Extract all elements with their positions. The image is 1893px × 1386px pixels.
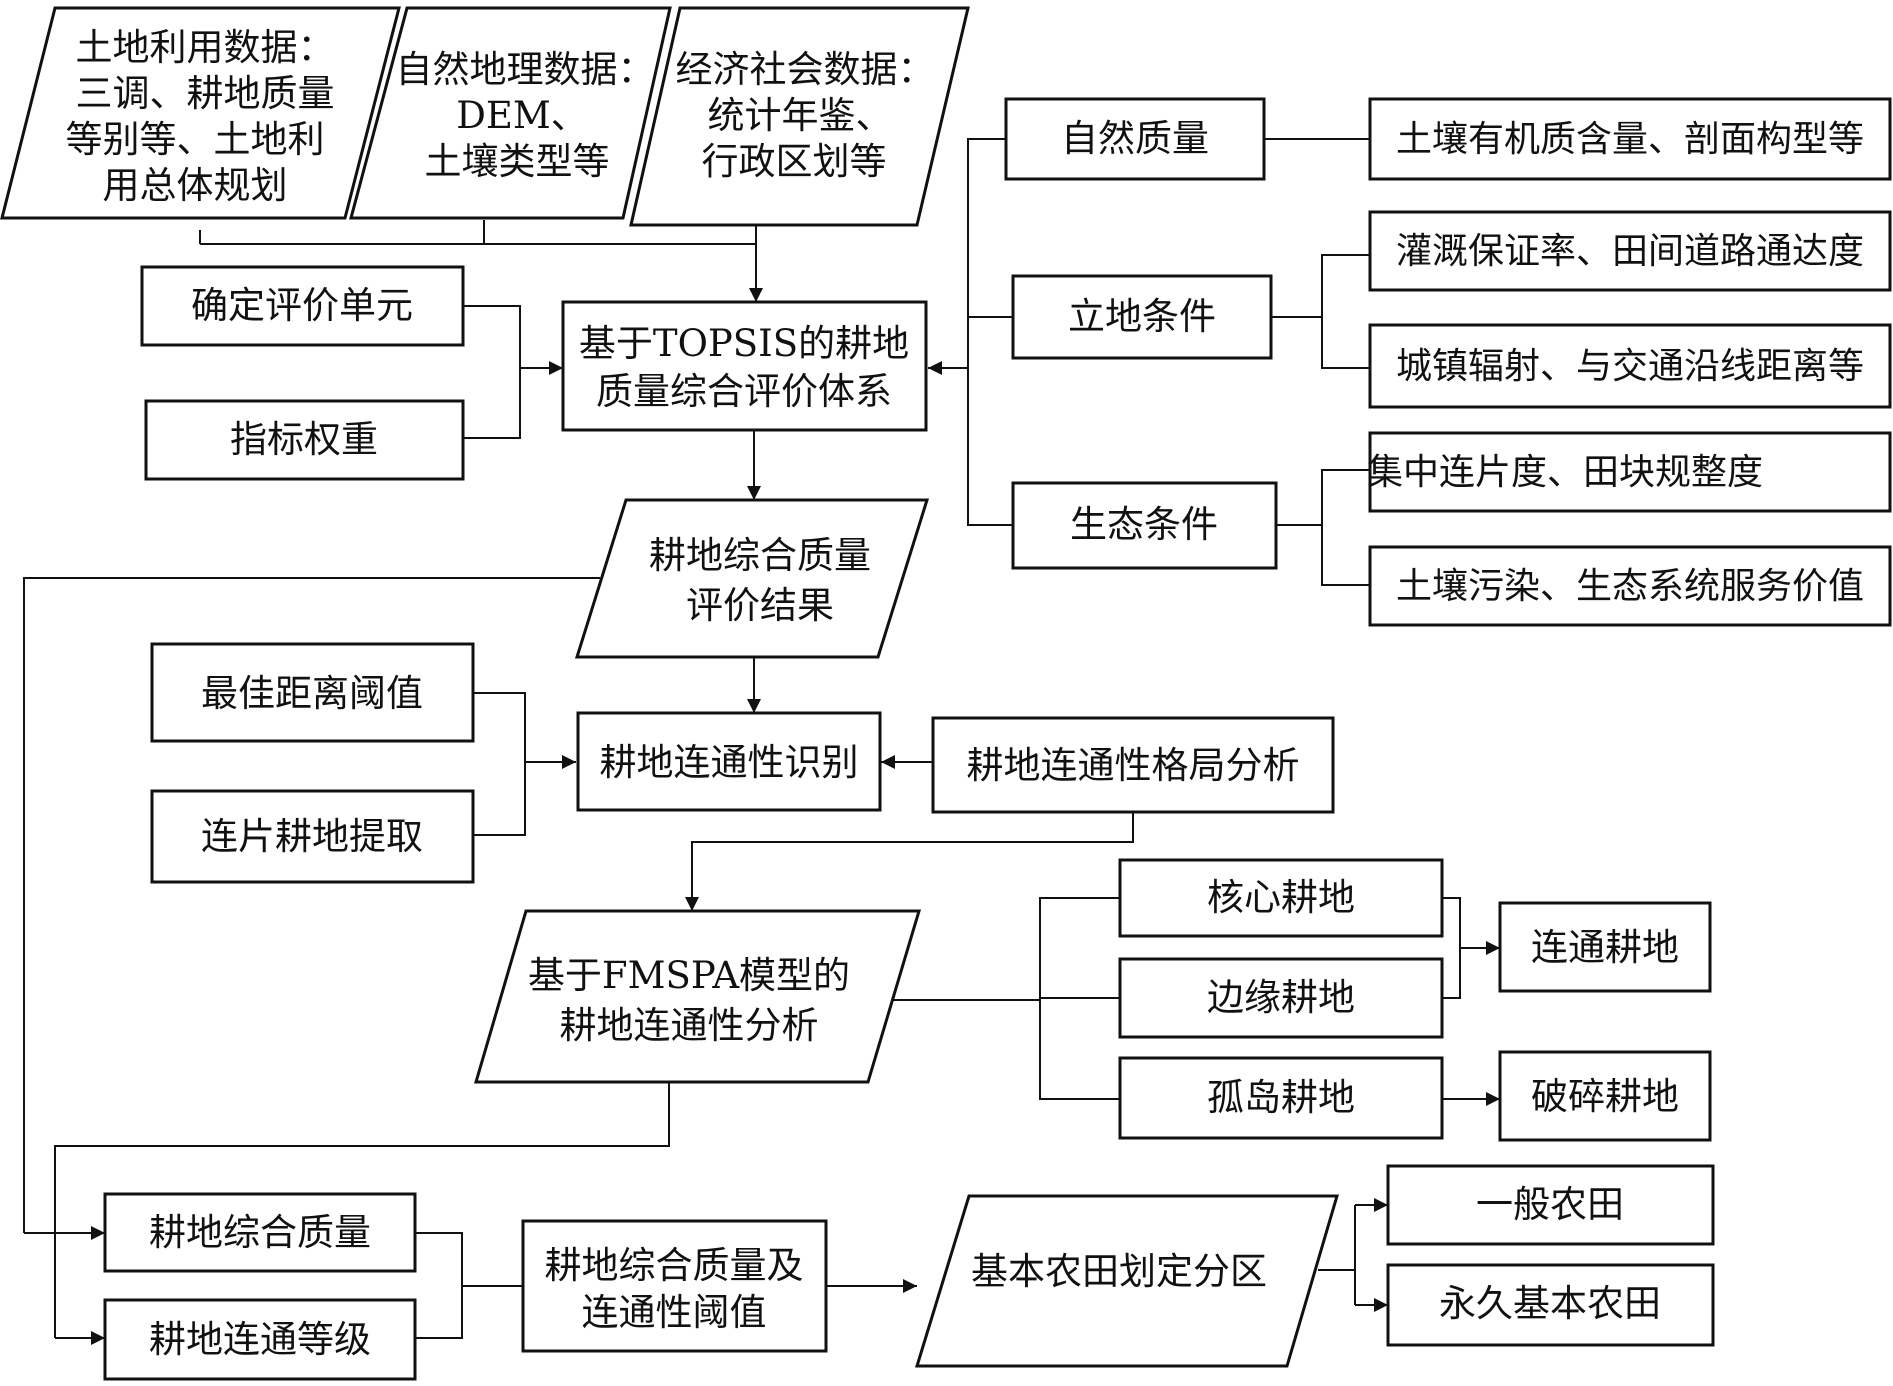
permanent-farmland-label: 永久基本农田: [1439, 1282, 1661, 1325]
islet-land-label: 孤岛耕地: [1207, 1076, 1355, 1119]
land-use-data-line-2: 三调、耕地质量: [76, 72, 335, 115]
node-eval-unit: 确定评价单元: [140, 265, 465, 347]
site-item-1-label: 灌溉保证率、田间道路通达度: [1396, 231, 1864, 272]
node-islet-land: 孤岛耕地: [1118, 1056, 1444, 1140]
physical-geo-data-line-2: DEM、: [456, 94, 588, 137]
node-site-condition: 立地条件: [1011, 274, 1273, 360]
topsis-system-line-2: 质量综合评价体系: [596, 370, 892, 413]
node-core-land: 核心耕地: [1118, 858, 1444, 938]
topsis-system-line-1: 基于TOPSIS的耕地: [579, 322, 909, 365]
land-use-data-line-3: 等别等、土地利: [66, 118, 325, 161]
node-physical-geo-data: 自然地理数据： DEM、 土壤类型等: [349, 6, 672, 220]
physical-geo-data-line-3: 土壤类型等: [425, 140, 610, 183]
node-fragmented-land: 破碎耕地: [1498, 1050, 1712, 1142]
comp-quality-label: 耕地综合质量: [149, 1211, 371, 1254]
node-comp-quality: 耕地综合质量: [103, 1192, 417, 1273]
node-land-use-data: 土地利用数据： 三调、耕地质量 等别等、土地利 用总体规划: [0, 6, 401, 220]
node-site-item-1: 灌溉保证率、田间道路通达度: [1368, 210, 1892, 292]
best-distance-label: 最佳距离阈值: [201, 672, 423, 715]
index-weight-label: 指标权重: [230, 418, 378, 461]
node-permanent-farmland: 永久基本农田: [1386, 1263, 1715, 1347]
node-edge-land: 边缘耕地: [1118, 957, 1444, 1039]
threshold-line-1: 耕地综合质量及: [545, 1244, 804, 1287]
node-socio-econ-data: 经济社会数据： 统计年鉴、 行政区划等: [629, 6, 970, 227]
quality-result-line-1: 耕地综合质量: [649, 534, 871, 577]
socio-econ-data-line-2: 统计年鉴、: [708, 94, 893, 137]
node-threshold: 耕地综合质量及 连通性阈值: [521, 1219, 828, 1353]
socio-econ-data-line-1: 经济社会数据：: [676, 48, 935, 91]
node-natural-quality-items: 土壤有机质含量、剖面构型等: [1368, 97, 1892, 181]
node-eco-item-1: 集中连片度、田块规整度: [1367, 431, 1892, 513]
node-connected-land: 连通耕地: [1498, 901, 1712, 993]
node-connectivity-pattern: 耕地连通性格局分析: [931, 716, 1335, 814]
connectivity-pattern-label: 耕地连通性格局分析: [967, 744, 1300, 787]
node-topsis-system: 基于TOPSIS的耕地 质量综合评价体系: [561, 300, 928, 432]
socio-econ-data-line-3: 行政区划等: [702, 140, 887, 183]
node-eco-item-2: 土壤污染、生态系统服务价值: [1368, 545, 1892, 627]
fragmented-land-label: 破碎耕地: [1531, 1075, 1679, 1118]
connect-grade-label: 耕地连通等级: [149, 1318, 371, 1361]
node-general-farmland: 一般农田: [1386, 1164, 1715, 1246]
node-contiguous-extract: 连片耕地提取: [150, 789, 475, 884]
connector-lines: [23, 138, 1500, 1345]
general-farmland-label: 一般农田: [1476, 1183, 1624, 1226]
site-item-2-label: 城镇辐射、与交通沿线距离等: [1396, 346, 1864, 387]
node-zoning: 基本农田划定分区: [914, 1194, 1340, 1368]
connectivity-id-label: 耕地连通性识别: [600, 741, 859, 784]
natural-quality-items-label: 土壤有机质含量、剖面构型等: [1396, 119, 1864, 160]
zoning-label: 基本农田划定分区: [971, 1250, 1267, 1293]
node-quality-result: 耕地综合质量 评价结果: [574, 498, 930, 659]
threshold-line-2: 连通性阈值: [582, 1291, 767, 1334]
node-best-distance: 最佳距离阈值: [150, 642, 475, 743]
node-fmspa-analysis: 基于FMSPA模型的 耕地连通性分析: [473, 909, 922, 1084]
node-connect-grade: 耕地连通等级: [103, 1298, 417, 1381]
eval-unit-label: 确定评价单元: [191, 284, 413, 327]
site-condition-label: 立地条件: [1068, 295, 1216, 338]
connected-land-label: 连通耕地: [1531, 926, 1679, 969]
core-land-label: 核心耕地: [1207, 876, 1355, 919]
node-site-item-2: 城镇辐射、与交通沿线距离等: [1368, 323, 1892, 409]
quality-result-line-2: 评价结果: [686, 584, 834, 627]
eco-condition-label: 生态条件: [1070, 503, 1218, 546]
fmspa-analysis-line-2: 耕地连通性分析: [560, 1004, 819, 1047]
fmspa-analysis-line-1: 基于FMSPA模型的: [528, 954, 850, 997]
node-eco-condition: 生态条件: [1011, 481, 1278, 570]
natural-quality-label: 自然质量: [1061, 117, 1209, 160]
node-index-weight: 指标权重: [144, 399, 465, 481]
eco-item-2-label: 土壤污染、生态系统服务价值: [1396, 566, 1864, 607]
node-connectivity-id: 耕地连通性识别: [576, 711, 882, 812]
land-use-data-line-4: 用总体规划: [103, 164, 288, 207]
edge-land-label: 边缘耕地: [1207, 976, 1355, 1019]
contiguous-extract-label: 连片耕地提取: [201, 815, 423, 858]
eco-item-1-label: 集中连片度、田块规整度: [1367, 452, 1763, 493]
land-use-data-line-1: 土地利用数据：: [76, 26, 335, 69]
physical-geo-data-line-1: 自然地理数据：: [396, 48, 655, 91]
node-natural-quality: 自然质量: [1004, 97, 1266, 181]
